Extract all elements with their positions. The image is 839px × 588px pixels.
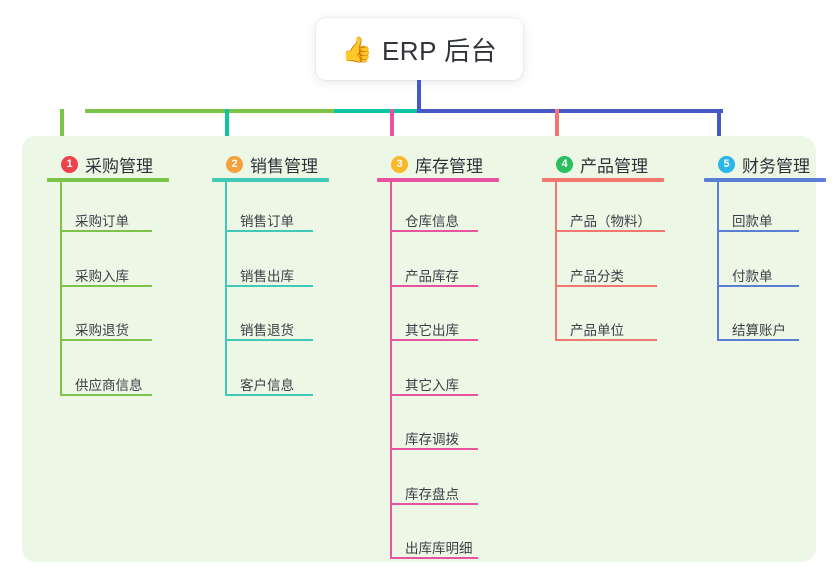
root-node-content: 👍 ERP 后台 [342, 31, 497, 68]
branch-spine [225, 182, 227, 396]
branch-header-1[interactable]: 1 采购管理 [47, 150, 153, 178]
leaf-item-label[interactable]: 库存调拨 [405, 432, 459, 447]
branch-spine [555, 182, 557, 341]
branch-drop-leg-3 [390, 109, 394, 141]
branch-drop-leg-2 [225, 109, 229, 141]
leaf-item-rule [390, 230, 478, 232]
leaf-item-rule [390, 339, 478, 341]
root-connector-stem [417, 80, 421, 113]
leaf-item-rule [717, 284, 799, 287]
bus-segment-green [85, 109, 334, 113]
branch-number-badge: 2 [226, 155, 243, 173]
leaf-item-label[interactable]: 结算账户 [732, 323, 786, 338]
leaf-item-rule [555, 284, 657, 287]
leaf-item-label[interactable]: 其它出库 [405, 323, 459, 338]
leaf-item-rule [225, 393, 313, 396]
branch-title: 销售管理 [250, 156, 318, 176]
branch-header-rule [47, 178, 169, 182]
leaf-item-label[interactable]: 销售退货 [240, 323, 294, 338]
branch-number-badge: 5 [718, 155, 735, 173]
branch-number-badge: 1 [61, 155, 78, 173]
leaf-item-label[interactable]: 产品分类 [570, 268, 624, 284]
root-node-card[interactable]: 👍 ERP 后台 [316, 18, 523, 80]
leaf-item-rule [555, 230, 665, 232]
leaf-item-label[interactable]: 产品（物料） [570, 214, 651, 229]
leaf-item-rule [60, 339, 152, 341]
leaf-item-label[interactable]: 销售订单 [240, 214, 294, 229]
branch-header-rule [212, 178, 329, 182]
leaf-item-label[interactable]: 销售出库 [240, 268, 294, 284]
bus-segment-blue [417, 109, 723, 113]
branch-header-rule [377, 178, 499, 182]
branch-drop-leg-5 [717, 109, 721, 141]
leaf-item-label[interactable]: 仓库信息 [405, 214, 459, 229]
branch-title: 财务管理 [742, 156, 810, 176]
leaf-item-label[interactable]: 供应商信息 [75, 377, 143, 393]
leaf-item-rule [390, 502, 478, 505]
branch-spine [60, 182, 62, 396]
leaf-item-rule [225, 284, 313, 287]
branch-header-3[interactable]: 3 库存管理 [377, 150, 483, 178]
branch-number-badge: 4 [556, 155, 573, 173]
branch-header-rule [542, 178, 664, 182]
branch-spine [717, 182, 719, 341]
bus-segment-teal [334, 109, 419, 113]
branch-drop-leg-1 [60, 109, 64, 141]
leaf-item-rule [390, 284, 478, 287]
leaf-item-rule [390, 557, 478, 559]
leaf-item-label[interactable]: 其它入库 [405, 377, 459, 393]
leaf-item-label[interactable]: 产品单位 [570, 323, 624, 338]
leaf-item-rule [225, 230, 313, 232]
leaf-item-rule [390, 393, 478, 396]
branches-panel: 1 采购管理采购订单采购入库采购退货供应商信息 2 销售管理销售订单销售出库销售退货客… [22, 136, 826, 562]
branch-title: 库存管理 [415, 156, 483, 176]
branch-title: 采购管理 [85, 156, 153, 176]
leaf-item-label[interactable]: 采购退货 [75, 323, 129, 338]
leaf-item-label[interactable]: 付款单 [732, 268, 773, 284]
leaf-item-label[interactable]: 回款单 [732, 214, 773, 229]
leaf-item-label[interactable]: 客户信息 [240, 377, 294, 393]
branch-number-badge: 3 [391, 155, 408, 173]
branch-header-rule [704, 178, 826, 182]
root-node-title: ERP 后台 [381, 35, 498, 66]
branch-header-5[interactable]: 5 财务管理 [704, 150, 810, 178]
leaf-item-label[interactable]: 采购入库 [75, 268, 129, 284]
leaf-item-rule [60, 284, 152, 287]
thumbs-up-icon: 👍 [341, 35, 373, 64]
branch-spine [390, 182, 392, 559]
leaf-item-rule [60, 230, 152, 232]
leaf-item-rule [717, 230, 799, 232]
leaf-item-rule [555, 339, 657, 341]
branch-header-2[interactable]: 2 销售管理 [212, 150, 318, 178]
branch-drop-leg-4 [555, 109, 559, 141]
branch-title: 产品管理 [580, 156, 648, 176]
leaf-item-label[interactable]: 采购订单 [75, 214, 129, 229]
branch-header-4[interactable]: 4 产品管理 [542, 150, 648, 178]
leaf-item-label[interactable]: 出库库明细 [405, 541, 473, 556]
leaf-item-rule [225, 339, 313, 341]
leaf-item-rule [717, 339, 799, 341]
leaf-item-rule [60, 393, 152, 396]
leaf-item-rule [390, 448, 478, 450]
leaf-item-label[interactable]: 库存盘点 [405, 486, 459, 502]
leaf-item-label[interactable]: 产品库存 [405, 268, 459, 284]
